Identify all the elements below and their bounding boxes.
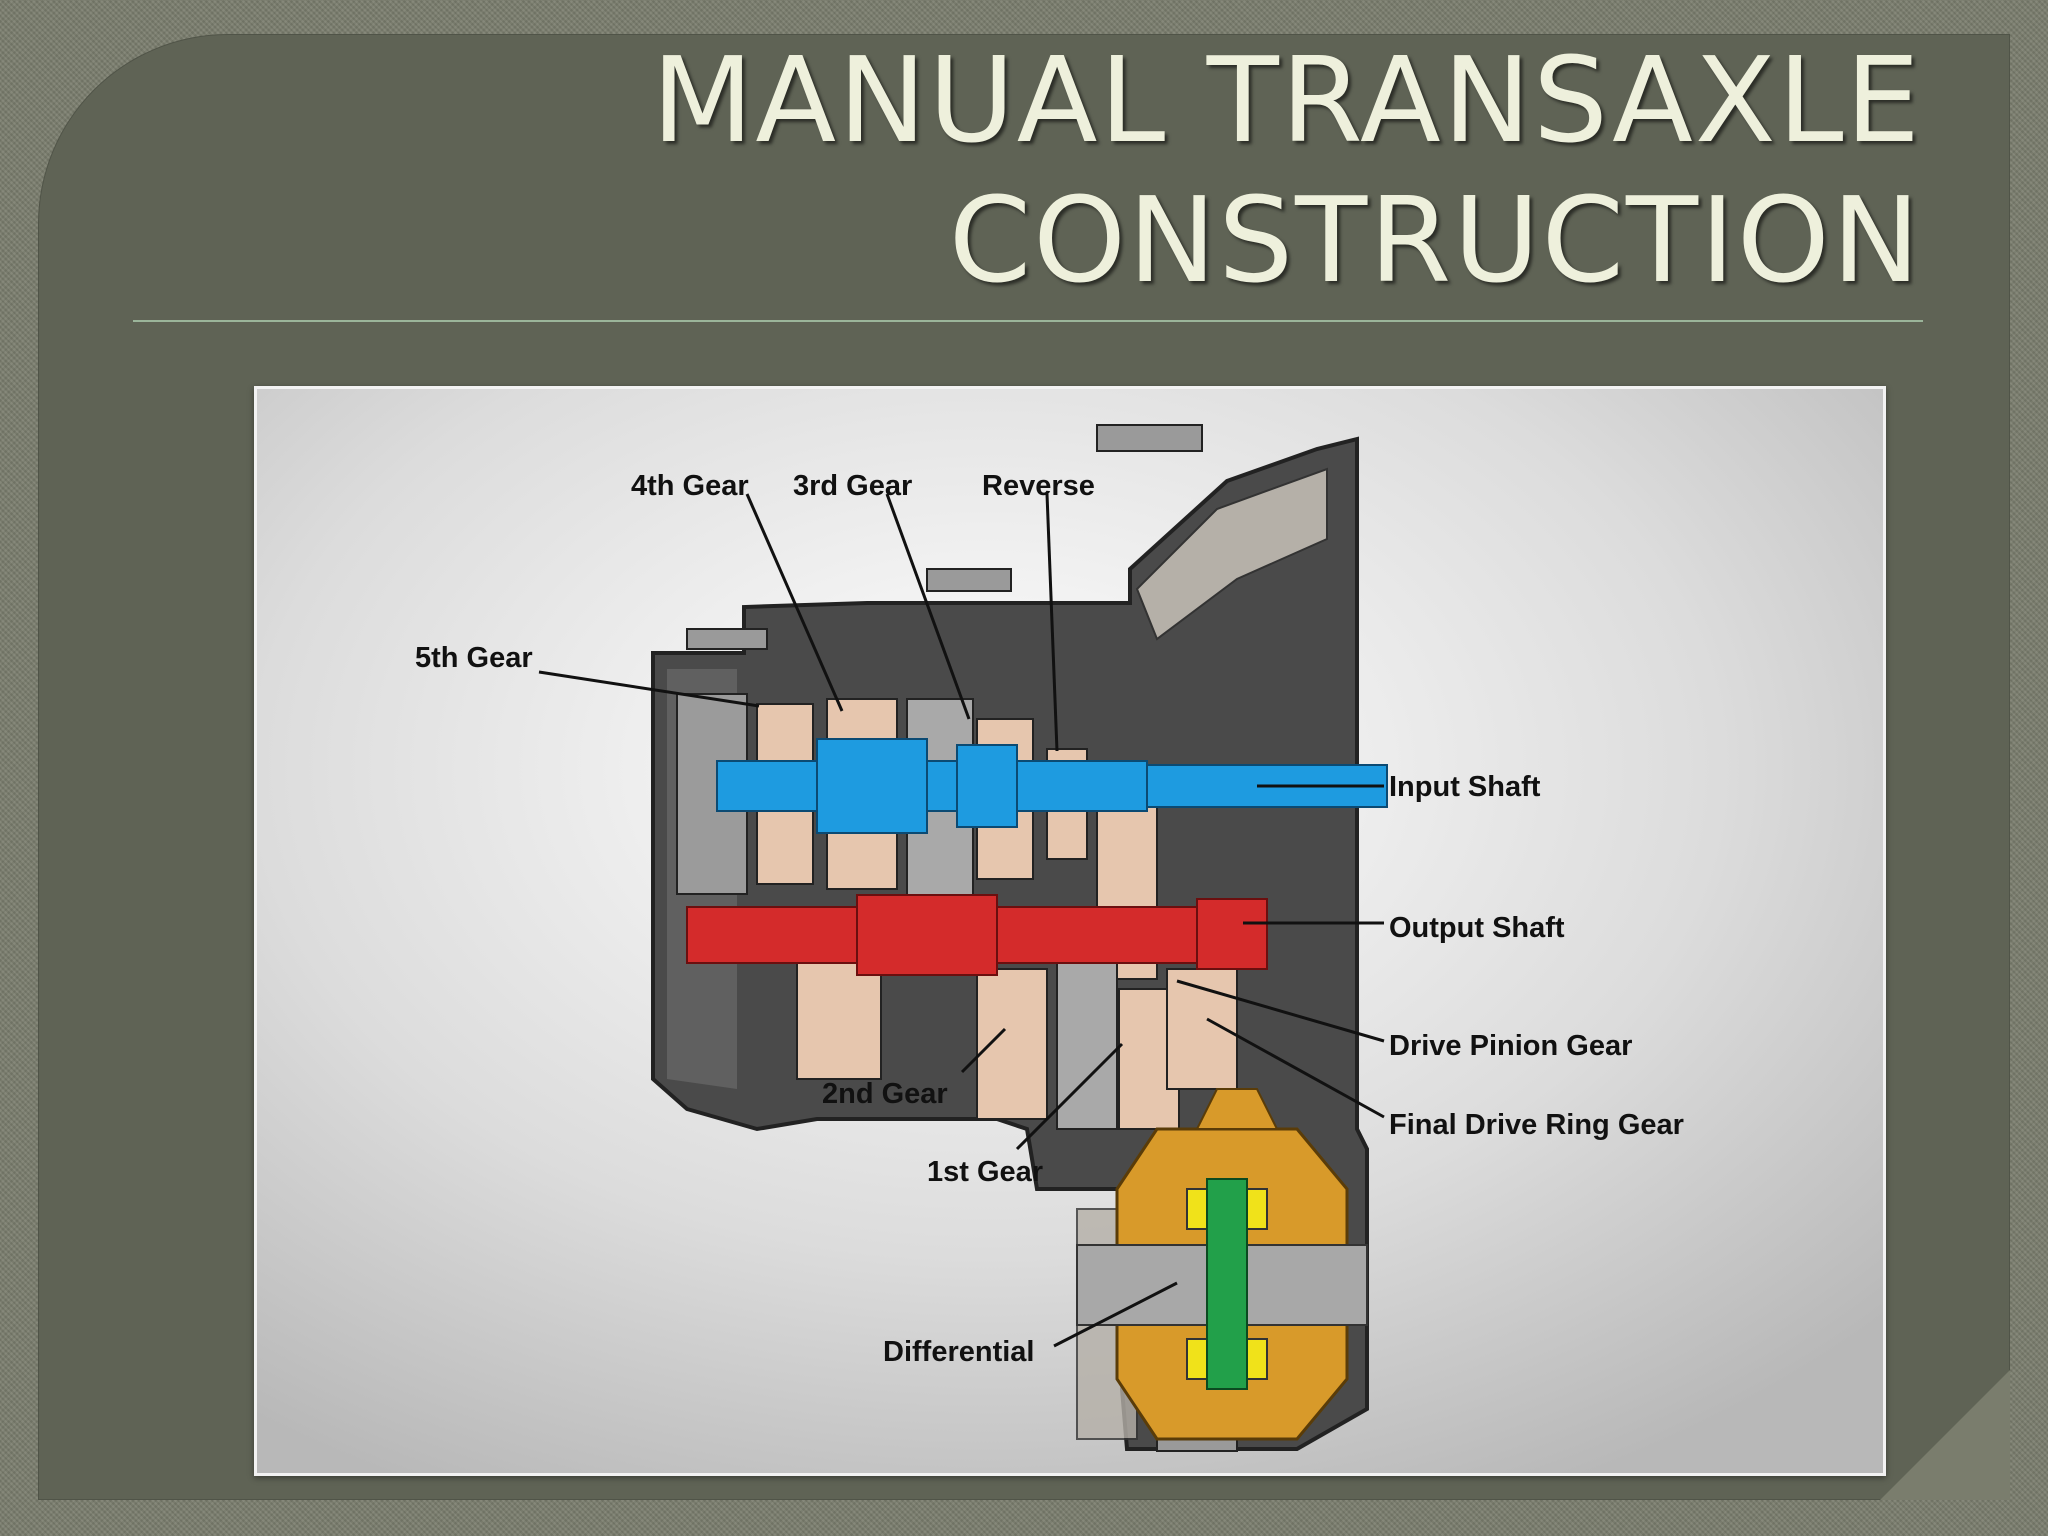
leader-final-drive-ring-gear bbox=[1206, 1017, 1385, 1119]
final-drive-ring-gear bbox=[1195, 1088, 1279, 1130]
leader-second-gear bbox=[960, 1027, 1007, 1074]
slide-title: MANUAL TRANSAXLE CONSTRUCTION bbox=[522, 30, 1922, 310]
label-drive-pinion-gear: Drive Pinion Gear bbox=[1389, 1030, 1632, 1062]
label-differential: Differential bbox=[883, 1336, 1034, 1368]
housing-bolt-top bbox=[1096, 424, 1203, 452]
slide-title-line-2: CONSTRUCTION bbox=[948, 171, 1922, 309]
input-shaft-gear-cluster bbox=[816, 738, 928, 834]
label-output-shaft: Output Shaft bbox=[1389, 912, 1565, 944]
second-gear-body bbox=[976, 968, 1048, 1120]
output-shaft-pinion-end bbox=[1196, 898, 1268, 970]
label-input-shaft: Input Shaft bbox=[1389, 771, 1541, 803]
slide-title-line-1: MANUAL TRANSAXLE bbox=[651, 31, 1922, 169]
housing-bolt-left bbox=[926, 568, 1012, 592]
input-shaft-gear-2 bbox=[956, 744, 1018, 828]
leader-reverse bbox=[1045, 493, 1059, 752]
leader-differential bbox=[1053, 1281, 1178, 1348]
leader-fourth-gear bbox=[745, 493, 844, 712]
leader-drive-pinion-gear bbox=[1176, 979, 1385, 1043]
differential-assembly bbox=[1076, 1088, 1368, 1441]
label-first-gear: 1st Gear bbox=[927, 1156, 1043, 1188]
input-shaft-main bbox=[716, 760, 1148, 812]
diagram-labels: 4th Gear 3rd Gear Reverse 5th Gear Input… bbox=[415, 470, 1684, 1368]
transaxle-illustration: 4th Gear 3rd Gear Reverse 5th Gear Input… bbox=[257, 389, 1883, 1473]
label-reverse: Reverse bbox=[982, 470, 1095, 502]
label-second-gear: 2nd Gear bbox=[822, 1078, 948, 1110]
leader-lines bbox=[538, 493, 1385, 1348]
label-third-gear: 3rd Gear bbox=[793, 470, 912, 502]
bellhousing-flange bbox=[1135, 467, 1328, 641]
leader-first-gear bbox=[1015, 1042, 1124, 1151]
leader-third-gear bbox=[885, 493, 971, 720]
pinion-shaft bbox=[1206, 1178, 1248, 1390]
title-divider bbox=[133, 320, 1923, 322]
output-shaft bbox=[686, 894, 1268, 976]
transaxle-diagram: 4th Gear 3rd Gear Reverse 5th Gear Input… bbox=[254, 386, 1886, 1476]
leader-fifth-gear bbox=[538, 670, 760, 708]
housing-bolt-end bbox=[686, 628, 768, 650]
label-fourth-gear: 4th Gear bbox=[631, 470, 749, 502]
output-shaft-gear-cluster bbox=[856, 894, 998, 976]
label-final-drive-ring-gear: Final Drive Ring Gear bbox=[1389, 1109, 1684, 1141]
label-fifth-gear: 5th Gear bbox=[415, 642, 533, 674]
